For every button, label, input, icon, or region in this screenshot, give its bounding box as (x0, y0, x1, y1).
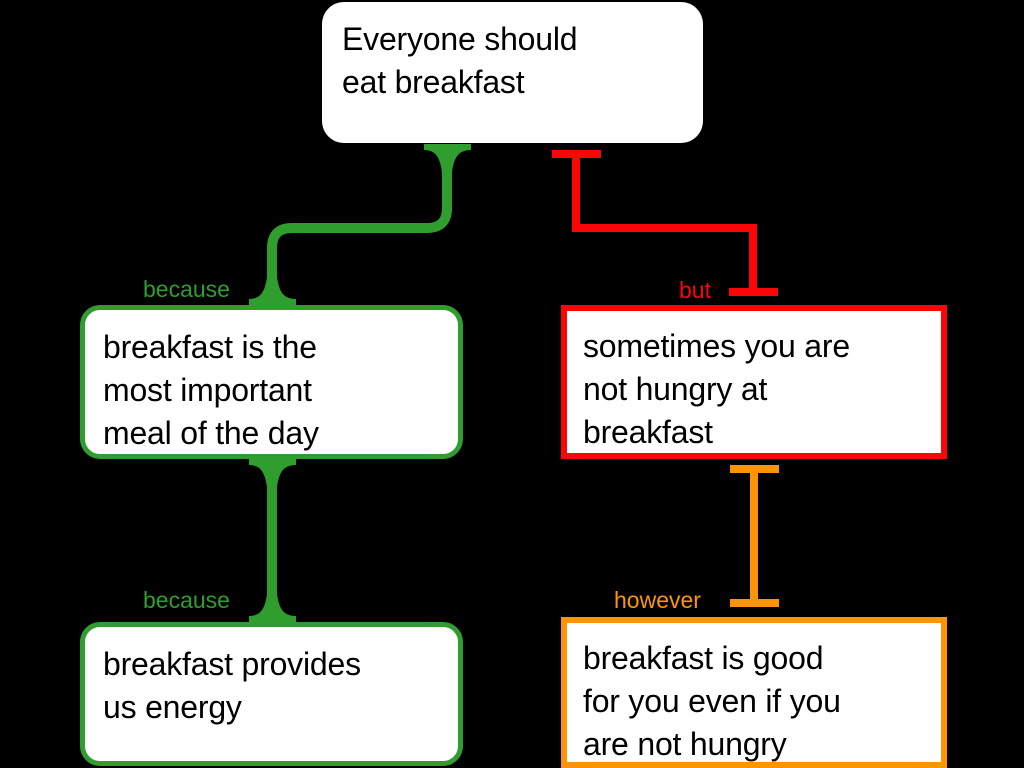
connector-objection-1-to-rebuttal-1-terminal-top (730, 465, 779, 473)
connector-label-objection-1-to-rebuttal-1: however (614, 587, 701, 613)
connector-label-root-to-support-1: because (143, 276, 230, 302)
connector-root-to-support-1-line (267, 180, 452, 278)
connector-root-to-support-1 (249, 144, 471, 305)
connector-label-root-to-objection-1: but (679, 277, 711, 303)
connector-objection-1-to-rebuttal-1-terminal-bottom (730, 599, 779, 607)
node-support-1-text: breakfast is the most important meal of … (103, 329, 319, 451)
connector-root-to-support-1-flare-bottom (249, 266, 296, 305)
connector-root-to-objection-1-terminal-top (552, 150, 601, 158)
connector-support-1-to-support-2-flare-top (249, 459, 296, 500)
connector-root-to-objection-1-line (572, 158, 757, 292)
connector-label-support-1-to-support-2: because (143, 587, 230, 613)
node-support-2-text: breakfast provides us energy (103, 646, 361, 725)
node-root-claim-text: Everyone should eat breakfast (342, 21, 578, 100)
connector-root-to-objection-1 (552, 150, 778, 296)
connector-support-1-to-support-2 (249, 459, 296, 622)
node-objection-1[interactable]: sometimes you are not hungry at breakfas… (561, 305, 947, 459)
node-rebuttal-1-text: breakfast is good for you even if you ar… (583, 640, 841, 762)
node-support-2[interactable]: breakfast provides us energy (80, 622, 463, 766)
node-support-1[interactable]: breakfast is the most important meal of … (80, 305, 463, 459)
node-rebuttal-1[interactable]: breakfast is good for you even if you ar… (561, 617, 947, 768)
connector-support-1-to-support-2-flare-bottom (249, 583, 296, 622)
connector-root-to-objection-1-terminal-bottom (729, 288, 778, 296)
connector-root-to-support-1-flare-top (424, 144, 471, 186)
connector-objection-1-to-rebuttal-1 (730, 465, 779, 607)
node-objection-1-text: sometimes you are not hungry at breakfas… (583, 328, 850, 450)
node-root-claim[interactable]: Everyone should eat breakfast (322, 2, 703, 143)
